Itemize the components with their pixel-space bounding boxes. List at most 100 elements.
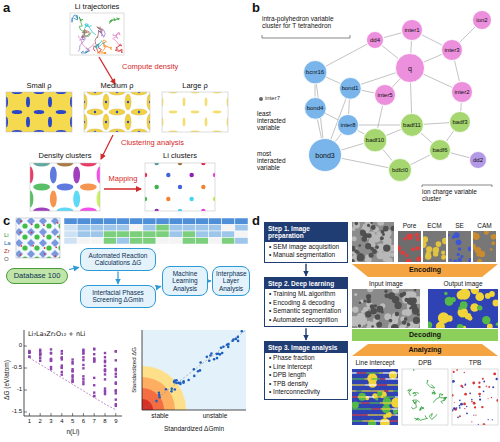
- li-trajectory: [95, 40, 105, 48]
- step-bullet: • Encoding & decoding: [265, 299, 347, 307]
- density-lobe: [205, 98, 208, 107]
- tick-mark: [105, 413, 106, 416]
- tick-mark: [72, 413, 73, 416]
- table-cell: [235, 231, 248, 238]
- data-point: [39, 353, 41, 355]
- image-grain: [357, 254, 364, 261]
- data-point: [61, 350, 63, 352]
- variable-name: badf3: [452, 119, 467, 125]
- intercept-segment: [352, 408, 362, 409]
- image-grain: [487, 324, 493, 328]
- interaction-edge: [455, 61, 460, 82]
- data-point: [199, 361, 202, 364]
- variable-name: dd4: [370, 37, 380, 43]
- interaction-edge: [460, 27, 475, 42]
- image-caption: Output image: [443, 280, 482, 287]
- table-cell: [77, 218, 90, 225]
- data-point: [82, 356, 84, 358]
- image-grain: [459, 400, 461, 402]
- table-cell: [90, 238, 103, 245]
- image-grain: [353, 254, 356, 257]
- axis-label: Standardized ΔGmin: [164, 425, 224, 432]
- table-cell: [130, 218, 143, 225]
- tick-label: -1.5: [12, 408, 22, 415]
- interaction-edge: [411, 155, 430, 165]
- image-grain: [473, 402, 476, 405]
- tick-mark: [51, 413, 52, 416]
- table-cell: [143, 238, 156, 245]
- variable-name: badf11: [403, 122, 421, 128]
- intercept-segment: [381, 408, 392, 409]
- image-grain: [407, 323, 411, 327]
- li-site: [56, 110, 67, 114]
- density-cluster: [73, 191, 80, 208]
- image-grain: [377, 222, 384, 226]
- panel-letter: c: [3, 214, 10, 228]
- intercept-segment: [362, 408, 372, 409]
- flow-arrow: [209, 280, 211, 281]
- dpb-trace: [418, 415, 427, 420]
- data-point: [104, 391, 106, 393]
- image-grain: [473, 232, 476, 237]
- tick-mark: [115, 413, 116, 416]
- zr-octahedron: [16, 228, 23, 236]
- data-point: [61, 367, 63, 369]
- image-grain: [488, 398, 489, 399]
- dpb-trace: [420, 407, 424, 411]
- tick-label: 1: [28, 418, 31, 425]
- zr-octahedron: [51, 228, 59, 236]
- density-lobe: [125, 114, 131, 130]
- image-grain: [486, 385, 487, 386]
- li-cluster: [189, 197, 193, 201]
- node-circle: [470, 152, 487, 169]
- intercept-segment: [394, 390, 398, 391]
- node-circle: [367, 32, 384, 49]
- panel-b-art: [259, 35, 492, 187]
- density-lobe: [109, 109, 125, 115]
- step-bullet: • Semantic segmentation: [265, 307, 347, 315]
- table-cell: [64, 231, 77, 238]
- process-arrow: [99, 57, 115, 84]
- variable-node: inter3: [441, 39, 463, 61]
- intercept-segment: [374, 420, 382, 421]
- tick-label: 6: [82, 418, 85, 425]
- interaction-edge: [358, 130, 365, 134]
- data-point: [82, 359, 84, 361]
- zr-octahedron: [51, 250, 59, 258]
- tick-mark: [40, 413, 41, 416]
- image-grain: [358, 324, 361, 327]
- data-point: [175, 379, 178, 382]
- variable-node: inter2: [451, 81, 473, 103]
- image-grain: [458, 258, 462, 262]
- data-point: [50, 352, 52, 354]
- image-grain: [456, 239, 462, 245]
- intercept-segment: [364, 378, 371, 379]
- workflow-box: Interphase Layer Analysis: [212, 266, 250, 296]
- dpb-trace: [408, 389, 412, 396]
- interaction-edge: [424, 74, 452, 87]
- data-point: [208, 359, 211, 362]
- variable-name: inter2: [454, 89, 469, 95]
- variable-node: dd4: [366, 31, 384, 49]
- image-grain: [466, 412, 468, 414]
- intercept-segment: [395, 396, 398, 397]
- data-point: [115, 373, 117, 375]
- table-cell: [90, 218, 103, 225]
- variable-name: ion2: [476, 17, 487, 23]
- panel-a-art: [4, 13, 229, 214]
- image-grain: [371, 325, 374, 328]
- box-label: Database 100: [10, 272, 64, 280]
- table-cell: [169, 225, 182, 232]
- variable-node: inter1: [401, 19, 423, 41]
- plot-axes: [142, 330, 246, 410]
- image-grain: [473, 414, 474, 415]
- tick-label: -1: [17, 386, 22, 393]
- li-cluster: [154, 163, 158, 165]
- process-step-box: Step 2. Deep learning• Training ML algor…: [264, 277, 348, 327]
- intercept-segment: [383, 396, 395, 397]
- data-point: [39, 360, 41, 362]
- interaction-edge: [326, 44, 367, 66]
- density-lobe: [213, 111, 222, 114]
